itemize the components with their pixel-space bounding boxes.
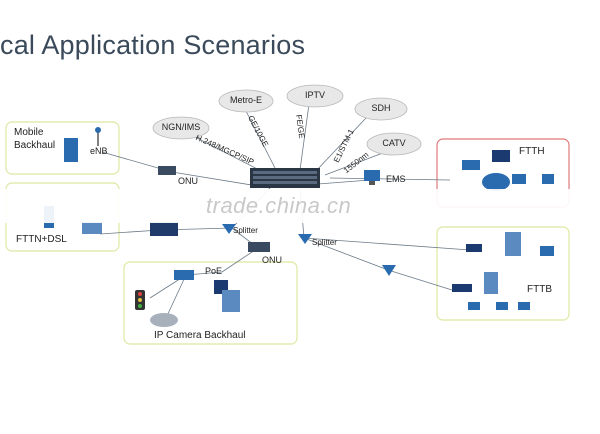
group-box-camera bbox=[123, 261, 298, 345]
group-box-mobile bbox=[5, 121, 120, 175]
label-poe: PoE bbox=[205, 266, 223, 276]
cloud-iptv: IPTV bbox=[286, 84, 344, 108]
cloud-label: SDH bbox=[371, 103, 391, 113]
group-label-mobile: Mobile Backhaul bbox=[14, 127, 56, 151]
onu-camera-device bbox=[248, 242, 270, 252]
watermark-band: trade.china.cn bbox=[0, 189, 600, 223]
olt-chassis bbox=[250, 168, 320, 188]
onu-mobile-device bbox=[158, 166, 176, 175]
cloud-label: NGN/IMS bbox=[161, 122, 201, 132]
cloud-label: Metro-E bbox=[229, 95, 262, 105]
label-splitter-right: Splitter bbox=[312, 238, 337, 247]
label-onu-camera: ONU bbox=[262, 255, 282, 265]
cloud-label: CATV bbox=[382, 138, 406, 148]
cloud-catv: CATV bbox=[366, 132, 422, 156]
cloud-label: IPTV bbox=[304, 90, 325, 100]
group-box-fttb bbox=[436, 226, 570, 321]
label-enb: eNB bbox=[90, 146, 108, 156]
cloud-sdh: SDH bbox=[354, 97, 408, 121]
splitter-left-device bbox=[222, 224, 236, 234]
fttn-dslam bbox=[150, 222, 178, 236]
car bbox=[150, 313, 178, 327]
page-title: cal Application Scenarios bbox=[0, 30, 306, 60]
splitter-fttb-device bbox=[382, 265, 396, 276]
label-onu-mobile: ONU bbox=[178, 176, 198, 186]
ems-monitor bbox=[364, 170, 380, 185]
links bbox=[99, 103, 471, 319]
group-label-fttb: FTTB bbox=[527, 284, 552, 295]
group-label-fttn: FTTN+DSL bbox=[16, 234, 67, 245]
label-ems: EMS bbox=[386, 174, 406, 184]
splitter-right-device bbox=[298, 234, 312, 244]
mobile-building bbox=[64, 138, 78, 162]
group-label-camera: IP Camera Backhaul bbox=[154, 330, 246, 341]
cloud-ngn-ims: NGN/IMS bbox=[152, 116, 210, 140]
cloud-metro-e: Metro-E bbox=[218, 89, 274, 113]
label-splitter-left: Splitter bbox=[233, 226, 258, 235]
watermark-text: trade.china.cn bbox=[206, 193, 352, 218]
group-label-ftth: FTTH bbox=[519, 146, 545, 157]
